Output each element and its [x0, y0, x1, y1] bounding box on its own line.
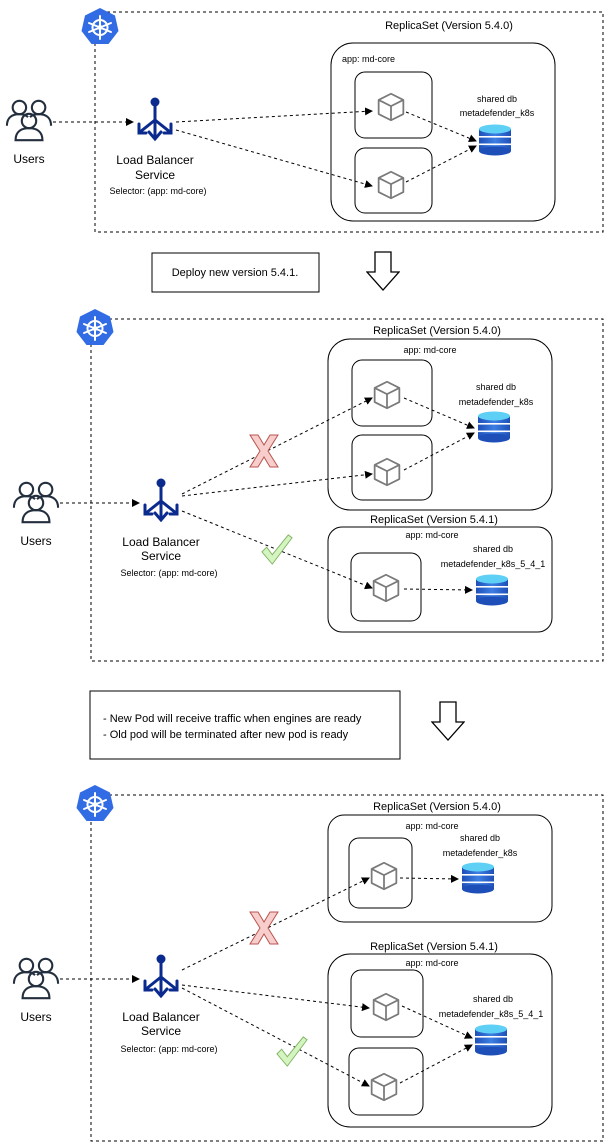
db-name-label: metadefender_k8s_5_4_1	[441, 559, 546, 569]
lb-label-line1: Load Balancer	[122, 535, 199, 549]
load-balancer-icon	[143, 953, 179, 998]
replicaset-old-box	[327, 814, 553, 923]
selector-label: Selector: (app: md-core)	[109, 186, 206, 196]
db-name-label: metadefender_k8s_5_4_1	[439, 1009, 544, 1019]
database-icon	[476, 574, 508, 606]
load-balancer-icon	[137, 96, 173, 141]
kubernetes-icon	[80, 7, 120, 45]
db-name-label: metadefender_k8s	[443, 848, 518, 858]
note-traffic-line2: - Old pod will be terminated after new p…	[103, 729, 349, 741]
down-arrow-icon	[366, 251, 400, 291]
database-icon	[475, 1024, 507, 1056]
pod-cube-icon	[370, 1072, 398, 1102]
users-label: Users	[13, 152, 44, 166]
connections	[60, 397, 475, 594]
lb-label-line2: Service	[141, 549, 181, 563]
pod-cube-icon	[377, 92, 405, 122]
section-2-rollout: Users Load Balancer Service Selector: (a…	[12, 308, 604, 662]
pod-old-2	[351, 434, 433, 501]
pod-cube-icon	[373, 457, 401, 487]
x-mark-icon	[249, 911, 279, 945]
cluster-boundary	[94, 11, 604, 233]
pod-2	[354, 147, 433, 214]
pod-cube-icon	[370, 861, 398, 891]
app-label: app: md-core	[342, 54, 395, 64]
shared-db-label: shared db	[473, 994, 513, 1004]
note-deploy-text: Deploy new version 5.4.1.	[172, 267, 299, 279]
selector-label: Selector: (app: md-core)	[120, 1044, 217, 1054]
users-icon	[12, 481, 60, 524]
replicaset-box	[330, 42, 556, 222]
users-icon	[12, 957, 60, 1000]
lb-label-line2: Service	[135, 168, 175, 182]
connections	[60, 874, 473, 1087]
selector-label: Selector: (app: md-core)	[120, 568, 217, 578]
lb-label-line1: Load Balancer	[116, 153, 193, 167]
replicaset-new-title: ReplicaSet (Version 5.4.1)	[370, 941, 498, 953]
cluster-boundary	[90, 794, 604, 1142]
database-icon	[478, 411, 510, 443]
pod-cube-icon	[377, 170, 405, 200]
pod-1	[354, 71, 433, 139]
connections	[53, 107, 477, 188]
users-icon	[5, 99, 53, 142]
replicaset-new-box	[327, 526, 553, 633]
replicaset-new-box	[327, 953, 553, 1128]
app-label: app: md-core	[405, 958, 458, 968]
pod-cube-icon	[373, 380, 401, 410]
replicaset-title: ReplicaSet (Version 5.4.0)	[385, 20, 513, 32]
note-deploy-box	[151, 252, 320, 293]
pod-old-1	[351, 359, 433, 427]
section-3-cutover: Users Load Balancer Service Selector: (a…	[12, 784, 604, 1142]
cluster-boundary	[90, 318, 604, 662]
app-label: app: md-core	[405, 821, 458, 831]
pod-new-1	[350, 552, 422, 622]
pod-old-1	[348, 837, 413, 909]
db-name-label: metadefender_k8s	[460, 108, 535, 118]
pod-cube-icon	[372, 992, 400, 1022]
shared-db-label: shared db	[473, 544, 513, 554]
shared-db-label: shared db	[460, 833, 500, 843]
kubernetes-icon	[75, 784, 115, 822]
pod-new-1	[350, 969, 424, 1038]
note-traffic-box	[89, 690, 401, 760]
check-mark-icon	[261, 534, 293, 565]
x-mark-icon	[249, 434, 279, 468]
kubernetes-icon	[75, 308, 115, 346]
app-label: app: md-core	[403, 345, 456, 355]
pod-cube-icon	[372, 573, 400, 603]
check-mark-icon	[276, 1036, 308, 1067]
lb-label-line1: Load Balancer	[122, 1010, 199, 1024]
replicaset-new-title: ReplicaSet (Version 5.4.1)	[370, 514, 498, 526]
note-traffic-line1: - New Pod will receive traffic when engi…	[103, 713, 362, 725]
pod-new-2	[348, 1047, 424, 1116]
section-1-original: Users Load Balancer Service Selector: (a…	[5, 7, 604, 233]
load-balancer-icon	[143, 477, 179, 522]
shared-db-label: shared db	[476, 382, 516, 392]
users-label: Users	[20, 534, 51, 548]
app-label: app: md-core	[405, 530, 458, 540]
replicaset-old-box	[327, 338, 553, 511]
users-label: Users	[20, 1010, 51, 1024]
database-icon	[462, 862, 494, 894]
lb-label-line2: Service	[141, 1024, 181, 1038]
db-name-label: metadefender_k8s	[459, 397, 534, 407]
down-arrow-icon	[431, 701, 465, 741]
database-icon	[479, 124, 511, 156]
replicaset-old-title: ReplicaSet (Version 5.4.0)	[373, 801, 501, 813]
replicaset-old-title: ReplicaSet (Version 5.4.0)	[373, 325, 501, 337]
shared-db-label: shared db	[477, 94, 517, 104]
